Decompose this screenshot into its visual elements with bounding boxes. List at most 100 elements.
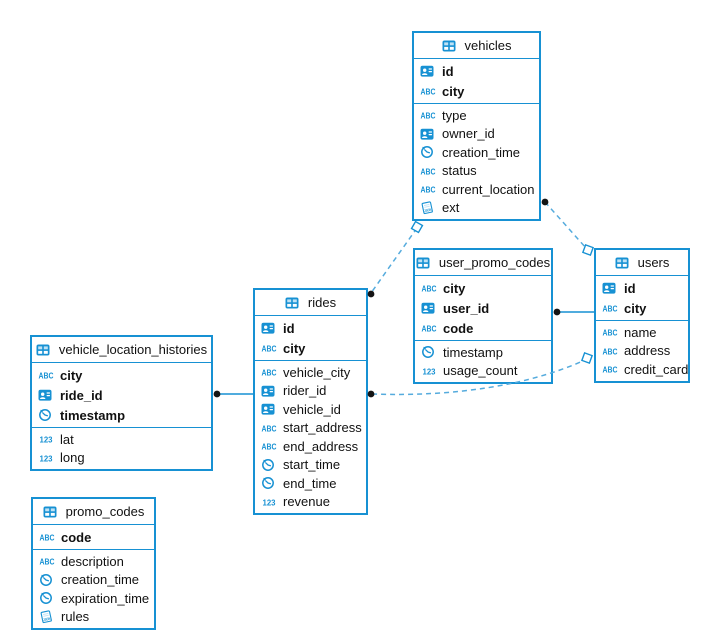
column-row[interactable]: city bbox=[414, 81, 539, 101]
column-row[interactable]: expiration_time bbox=[33, 589, 154, 608]
timestamp-type-icon bbox=[261, 458, 278, 472]
column-row[interactable]: id bbox=[255, 318, 366, 338]
relation-dot-marker bbox=[367, 290, 375, 298]
id-type-icon bbox=[261, 402, 278, 416]
column-name: end_address bbox=[283, 438, 359, 454]
column-name: creation_time bbox=[442, 144, 521, 160]
column-row[interactable]: end_address bbox=[255, 437, 366, 456]
column-name: description bbox=[61, 553, 124, 569]
column-name: credit_card bbox=[624, 361, 689, 377]
column-row[interactable]: ext bbox=[414, 199, 539, 218]
column-name: status bbox=[442, 163, 477, 179]
column-row[interactable]: vehicle_id bbox=[255, 400, 366, 419]
column-row[interactable]: code bbox=[415, 318, 551, 338]
table-users[interactable]: users id city name address credi bbox=[594, 248, 690, 383]
column-row[interactable]: creation_time bbox=[414, 143, 539, 162]
column-row[interactable]: city bbox=[32, 365, 211, 385]
column-row[interactable]: type bbox=[414, 106, 539, 125]
text-type-icon bbox=[421, 323, 438, 333]
column-row[interactable]: lat bbox=[32, 430, 211, 449]
text-type-icon bbox=[261, 423, 278, 433]
column-row[interactable]: current_location bbox=[414, 180, 539, 199]
column-row[interactable]: revenue bbox=[255, 493, 366, 512]
column-name: revenue bbox=[283, 494, 330, 510]
relation-vehicles-users[interactable] bbox=[544, 201, 587, 249]
column-row[interactable]: ride_id bbox=[32, 385, 211, 405]
column-row[interactable]: long bbox=[32, 449, 211, 468]
id-type-icon bbox=[420, 64, 437, 78]
id-type-icon bbox=[38, 388, 55, 402]
column-name: id bbox=[624, 280, 636, 296]
columns-section: vehicle_city rider_id vehicle_id start_a… bbox=[255, 361, 366, 513]
table-vehicle-location-histories[interactable]: vehicle_location_histories city ride_id … bbox=[30, 335, 213, 471]
column-name: ext bbox=[442, 200, 460, 216]
column-row[interactable]: start_time bbox=[255, 456, 366, 475]
table-icon bbox=[285, 297, 302, 309]
table-name: users bbox=[637, 255, 670, 270]
column-name: timestamp bbox=[60, 407, 126, 423]
column-row[interactable]: timestamp bbox=[415, 343, 551, 362]
column-name: usage_count bbox=[443, 363, 518, 379]
column-row[interactable]: user_id bbox=[415, 298, 551, 318]
primary-key-section: city user_id code bbox=[415, 276, 551, 341]
column-row[interactable]: name bbox=[596, 323, 688, 342]
column-row[interactable]: end_time bbox=[255, 474, 366, 493]
column-row[interactable]: usage_count bbox=[415, 362, 551, 381]
number-type-icon bbox=[38, 453, 55, 463]
id-type-icon bbox=[261, 384, 278, 398]
relation-rides-vehicles[interactable] bbox=[370, 227, 418, 294]
timestamp-type-icon bbox=[39, 591, 56, 605]
column-name: owner_id bbox=[442, 126, 495, 142]
table-header: rides bbox=[255, 290, 366, 316]
table-user-promo-codes[interactable]: user_promo_codes city user_id code times… bbox=[413, 248, 553, 384]
column-name: city bbox=[443, 280, 466, 296]
table-header: user_promo_codes bbox=[415, 250, 551, 276]
column-row[interactable]: id bbox=[596, 278, 688, 298]
timestamp-type-icon bbox=[420, 145, 437, 159]
column-row[interactable]: rider_id bbox=[255, 382, 366, 401]
table-rides[interactable]: rides id city vehicle_city rider_id bbox=[253, 288, 368, 515]
column-name: city bbox=[624, 300, 647, 316]
table-vehicles[interactable]: vehicles id city type owner_id c bbox=[412, 31, 541, 221]
relation-dot-marker bbox=[213, 390, 221, 398]
table-promo-codes[interactable]: promo_codes code description creation_ti… bbox=[31, 497, 156, 630]
relation-dot-marker bbox=[553, 308, 561, 316]
column-row[interactable]: address bbox=[596, 342, 688, 361]
column-row[interactable]: city bbox=[255, 338, 366, 358]
relation-diamond-marker bbox=[580, 351, 594, 365]
table-icon bbox=[36, 344, 53, 356]
table-header: users bbox=[596, 250, 688, 276]
relation-dot-marker bbox=[367, 390, 375, 398]
column-row[interactable]: credit_card bbox=[596, 360, 688, 379]
column-name: long bbox=[60, 450, 85, 466]
column-row[interactable]: code bbox=[33, 527, 154, 547]
column-row[interactable]: id bbox=[414, 61, 539, 81]
id-type-icon bbox=[420, 127, 437, 141]
table-name: vehicle_location_histories bbox=[58, 342, 208, 357]
column-row[interactable]: city bbox=[415, 278, 551, 298]
column-name: timestamp bbox=[443, 344, 503, 360]
column-row[interactable]: creation_time bbox=[33, 571, 154, 590]
text-type-icon bbox=[420, 184, 437, 194]
primary-key-section: id city bbox=[596, 276, 688, 321]
id-type-icon bbox=[602, 281, 619, 295]
table-icon bbox=[615, 257, 632, 269]
column-row[interactable]: status bbox=[414, 162, 539, 181]
number-type-icon bbox=[38, 434, 55, 444]
primary-key-section: id city bbox=[255, 316, 366, 361]
column-row[interactable]: timestamp bbox=[32, 405, 211, 425]
column-name: city bbox=[442, 83, 465, 99]
relation-diamond-marker bbox=[581, 243, 595, 257]
column-row[interactable]: city bbox=[596, 298, 688, 318]
column-row[interactable]: start_address bbox=[255, 419, 366, 438]
column-row[interactable]: owner_id bbox=[414, 125, 539, 144]
timestamp-type-icon bbox=[38, 408, 55, 422]
column-row[interactable]: vehicle_city bbox=[255, 363, 366, 382]
relation-dot-marker bbox=[541, 198, 549, 206]
column-row[interactable]: description bbox=[33, 552, 154, 571]
column-name: id bbox=[283, 320, 295, 336]
column-row[interactable]: rules bbox=[33, 608, 154, 627]
column-name: ride_id bbox=[60, 387, 103, 403]
text-type-icon bbox=[602, 364, 619, 374]
